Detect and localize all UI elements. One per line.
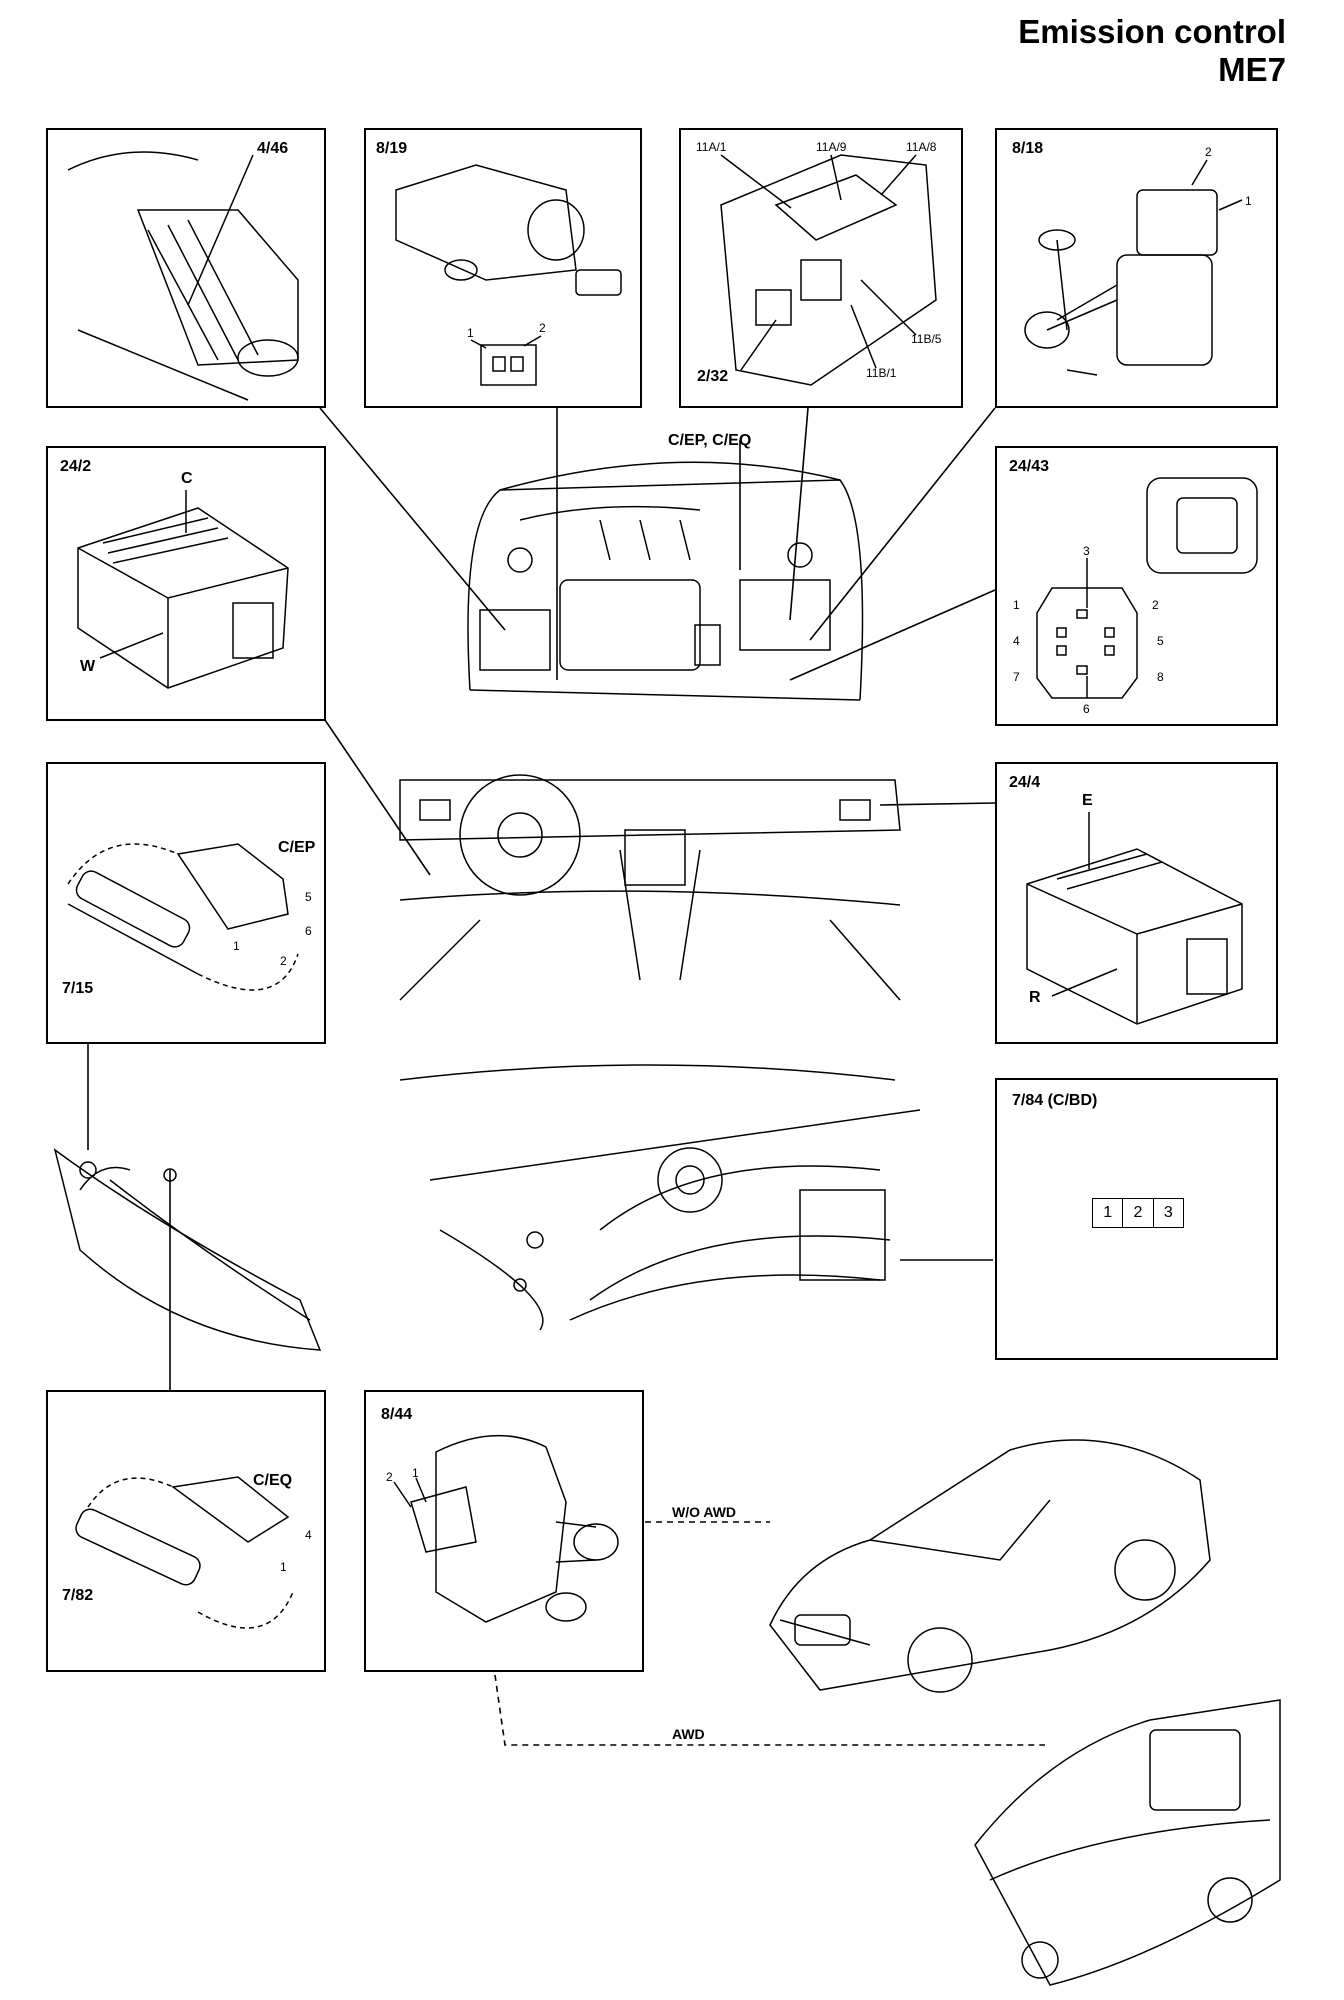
- connector-pinout: 1 2 3: [1092, 1198, 1184, 1228]
- relay-box-illustration: [67, 151, 299, 401]
- pin-label: 2: [280, 954, 287, 968]
- callout-label: 2/32: [697, 368, 729, 385]
- panel-24-4: 24/4 E R: [995, 762, 1278, 1044]
- pin-label: 1: [280, 1560, 287, 1574]
- pin-label: 5: [305, 890, 312, 904]
- callout-label: C: [181, 470, 193, 487]
- panel-code: 7/82: [62, 1587, 94, 1604]
- pin-label: 1: [467, 326, 474, 340]
- panel-7-15: C/EP 7/15 5 6 1 2: [46, 762, 326, 1044]
- pin-label: 3: [1163, 1204, 1173, 1221]
- panel-code: 8/44: [381, 1406, 413, 1423]
- callout-label: E: [1082, 792, 1093, 809]
- panel-code: 4/46: [257, 140, 289, 157]
- panel-8-18: 8/18 1 2: [995, 128, 1278, 408]
- panel-24-43: 24/43 1 2 3 4 5 6 7 8: [995, 446, 1278, 726]
- fuse-box-illustration: [720, 154, 937, 386]
- connector-code: C/EQ: [253, 1472, 293, 1489]
- pin-label: 4: [1013, 634, 1020, 648]
- callout-label: 11A/1: [696, 140, 727, 154]
- panel-code: 8/19: [376, 140, 408, 157]
- connector-pinout-illustration: [1036, 477, 1258, 699]
- panel-code: 8/18: [1012, 140, 1044, 157]
- pin-label: 6: [1083, 702, 1090, 716]
- control-module-illustration: [1026, 812, 1243, 1025]
- pin-label: 1: [1013, 598, 1020, 612]
- solenoid-valve-illustration: [1024, 159, 1243, 376]
- pin-label: 1: [1093, 1199, 1124, 1227]
- pin-label: 6: [305, 924, 312, 938]
- pin-label: 2: [1152, 598, 1159, 612]
- pin-label: 5: [1157, 634, 1164, 648]
- callout-label: R: [1029, 989, 1041, 1006]
- page-subtitle: ME7: [1218, 51, 1286, 88]
- callout-label: W: [80, 658, 96, 675]
- pin-label: 2: [1205, 145, 1212, 159]
- callout-label: 11B/1: [866, 366, 897, 380]
- pin-label: 2: [1123, 1199, 1154, 1227]
- connector-code: C/EP: [278, 839, 316, 856]
- pin-label: 7: [1013, 670, 1020, 684]
- panel-4-46: 4/46: [46, 128, 326, 408]
- callout-label: 11A/8: [906, 140, 937, 154]
- oxygen-sensor-illustration: [67, 843, 299, 991]
- valve-illustration: [393, 1434, 619, 1623]
- engine-connectors-callout: C/EP, C/EQ: [668, 432, 752, 449]
- panel-24-2: 24/2 C W: [46, 446, 326, 721]
- panel-11a: 11A/1 11A/9 11A/8 11B/5 11B/1 2/32: [679, 128, 963, 408]
- valve-illustration: [395, 164, 622, 386]
- callout-label: 11B/5: [911, 332, 942, 346]
- panel-code: 24/4: [1009, 774, 1041, 791]
- control-module-illustration: [77, 490, 289, 689]
- pin-label: 1: [233, 939, 240, 953]
- pin-label: 8: [1157, 670, 1164, 684]
- pin-label: 2: [386, 1470, 393, 1484]
- pin-label: 1: [412, 1466, 419, 1480]
- panel-code: 24/2: [60, 458, 92, 475]
- panel-code: 7/84 (C/BD): [1012, 1092, 1098, 1109]
- panel-7-82: C/EQ 7/82 4 1: [46, 1390, 326, 1672]
- panel-8-44: 8/44 2 1: [364, 1390, 644, 1672]
- page-title: Emission control: [1018, 13, 1286, 50]
- pin-label: 2: [539, 321, 546, 335]
- panel-7-84: 7/84 (C/BD) 1 2 3: [995, 1078, 1278, 1360]
- panel-code: 7/15: [62, 980, 94, 997]
- pin-label: 4: [305, 1528, 312, 1542]
- pin-label: 3: [1083, 544, 1090, 558]
- oxygen-sensor-illustration: [75, 1476, 294, 1629]
- awd-callout: AWD: [672, 1726, 705, 1742]
- wo-awd-callout: W/O AWD: [672, 1504, 737, 1520]
- callout-label: 11A/9: [816, 140, 847, 154]
- panel-8-19: 8/19 1 2: [364, 128, 642, 408]
- pin-label: 1: [1245, 194, 1252, 208]
- panel-code: 24/43: [1009, 458, 1050, 475]
